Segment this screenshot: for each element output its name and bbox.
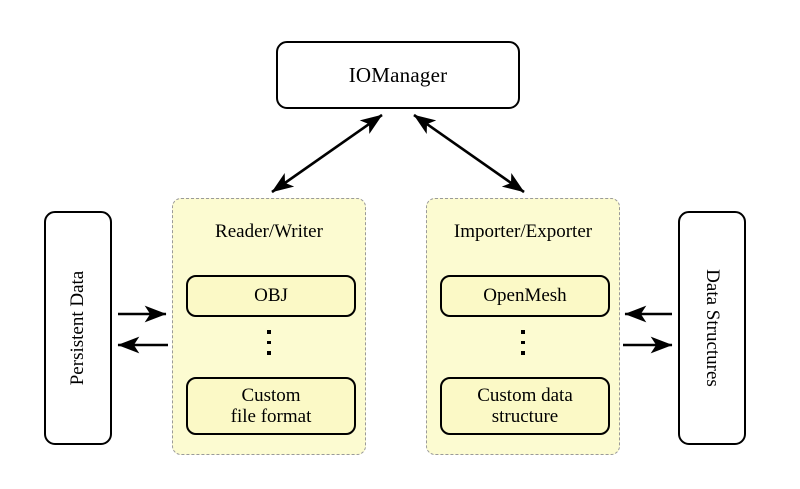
io-manager-label: IOManager xyxy=(348,62,448,87)
dot-icon xyxy=(521,330,525,334)
data-structures-node[interactable]: Data Structures xyxy=(678,211,746,445)
plugin-custom-file-format-line1: Custom xyxy=(241,384,301,406)
data-structures-label: Data Structures xyxy=(702,269,723,387)
plugin-custom-file-format-label: Custom file format xyxy=(231,385,312,428)
plugin-obj-label: OBJ xyxy=(254,285,288,307)
group-importer-exporter[interactable]: Importer/Exporter OpenMesh Custom data s… xyxy=(426,198,620,455)
plugin-custom-file-format[interactable]: Custom file format xyxy=(186,377,356,435)
dot-icon xyxy=(267,340,271,344)
dot-icon xyxy=(521,351,525,355)
plugin-obj[interactable]: OBJ xyxy=(186,275,356,317)
plugin-custom-data-structure[interactable]: Custom data structure xyxy=(440,377,610,435)
plugin-openmesh[interactable]: OpenMesh xyxy=(440,275,610,317)
dot-icon xyxy=(267,330,271,334)
group-importer-exporter-title: Importer/Exporter xyxy=(453,221,593,242)
arrow-iomanager-importerexporter xyxy=(413,113,525,194)
plugin-custom-file-format-line2: file format xyxy=(230,406,312,427)
persistent-data-label: Persistent Data xyxy=(67,270,88,386)
arrow-iomanager-readerwriter xyxy=(271,113,383,194)
plugin-custom-data-structure-label: Custom data structure xyxy=(477,385,573,428)
io-manager-node[interactable]: IOManager xyxy=(276,41,520,109)
ellipsis-reader-writer xyxy=(173,330,365,355)
ellipsis-importer-exporter xyxy=(427,330,619,355)
group-reader-writer[interactable]: Reader/Writer OBJ Custom file format xyxy=(172,198,366,455)
dot-icon xyxy=(521,340,525,344)
persistent-data-node[interactable]: Persistent Data xyxy=(44,211,112,445)
plugin-custom-data-structure-line1: Custom data xyxy=(477,384,573,406)
plugin-openmesh-label: OpenMesh xyxy=(483,285,567,307)
group-reader-writer-title: Reader/Writer xyxy=(215,221,323,242)
dot-icon xyxy=(267,351,271,355)
plugin-custom-data-structure-line2: structure xyxy=(491,406,559,427)
